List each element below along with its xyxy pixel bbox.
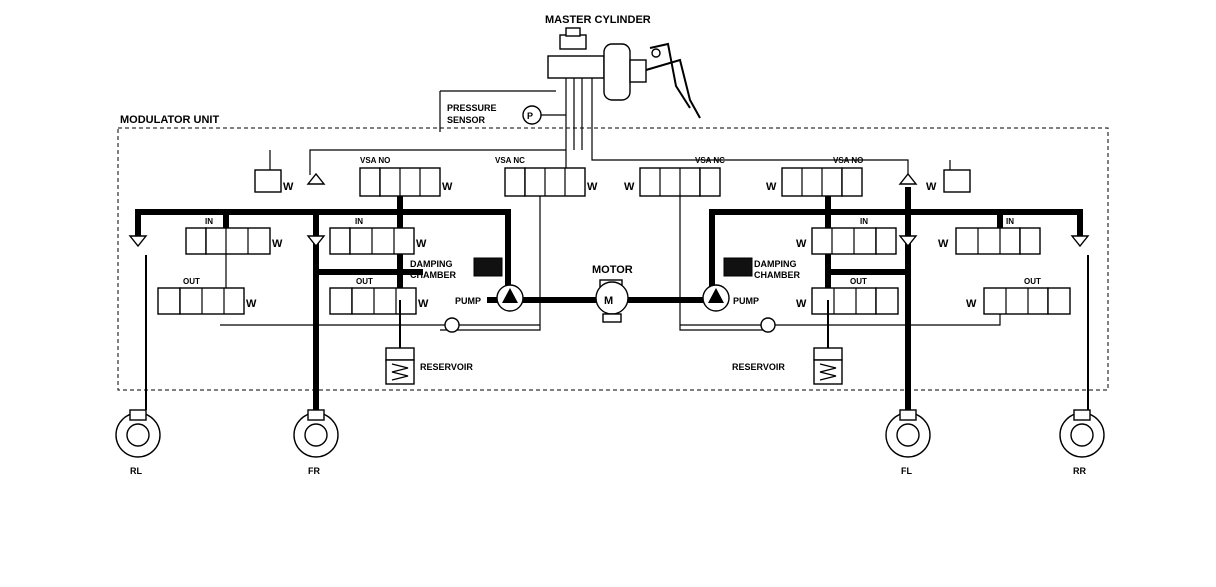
- wheel-brake-fr: [293, 409, 339, 458]
- vsa-nc-valve-left: [504, 167, 586, 197]
- relief-valve-right: [943, 169, 971, 193]
- pump-right: [702, 284, 730, 312]
- spring-symbol: W: [624, 181, 635, 193]
- wheel-brake-fl: [885, 409, 931, 458]
- vsa-nc-label-left: VSA NC: [495, 156, 525, 165]
- reservoir-label-right: RESERVOIR: [732, 362, 785, 372]
- out-label-rr: OUT: [1024, 277, 1041, 286]
- wheel-label-fl: FL: [901, 466, 912, 476]
- in-valve-rl: [185, 227, 271, 255]
- spring-symbol: W: [796, 298, 807, 310]
- wheel-label-rl: RL: [130, 466, 142, 476]
- wheel-brake-rl: [115, 409, 161, 458]
- modulator-unit-boundary: [117, 127, 1109, 391]
- spring-symbol: W: [938, 238, 949, 250]
- vsa-no-label-right: VSA NO: [833, 156, 863, 165]
- spring-symbol: W: [926, 181, 937, 193]
- spring-symbol: W: [442, 181, 453, 193]
- motor-symbol: M: [604, 295, 613, 307]
- damping-label-1-left: DAMPING: [410, 259, 453, 269]
- spring-symbol: W: [246, 298, 257, 310]
- master-cylinder-label: MASTER CYLINDER: [545, 14, 651, 26]
- pressure-sensor-label-2: SENSOR: [447, 115, 486, 125]
- spring-symbol: W: [966, 298, 977, 310]
- damping-chamber-left: [473, 257, 503, 277]
- master-cylinder: [547, 27, 701, 150]
- spring-symbol: W: [418, 298, 429, 310]
- pressure-sensor-line: [439, 90, 556, 132]
- modulator-unit-label: MODULATOR UNIT: [120, 114, 219, 126]
- out-valve-rl: [157, 287, 245, 315]
- spring-symbol: W: [272, 238, 283, 250]
- spring-symbol: W: [416, 238, 427, 250]
- vsa-no-label-left: VSA NO: [360, 156, 390, 165]
- out-valve-fl: [811, 287, 899, 315]
- wheel-label-fr: FR: [308, 466, 320, 476]
- in-valve-fr: [329, 227, 415, 255]
- out-label-fr: OUT: [356, 277, 373, 286]
- spring-symbol: W: [587, 181, 598, 193]
- in-label-fr: IN: [355, 217, 363, 226]
- spring-symbol: W: [283, 181, 294, 193]
- pump-label-left: PUMP: [455, 296, 481, 306]
- wheel-label-rr: RR: [1073, 466, 1086, 476]
- pressure-sensor-symbol: P: [527, 111, 533, 121]
- out-label-rl: OUT: [183, 277, 200, 286]
- reservoir-label-left: RESERVOIR: [420, 362, 473, 372]
- in-label-rr: IN: [1006, 217, 1014, 226]
- in-valve-fl: [811, 227, 897, 255]
- reservoir-right: [813, 300, 843, 385]
- spring-symbol: W: [796, 238, 807, 250]
- in-label-rl: IN: [205, 217, 213, 226]
- in-valve-rr: [955, 227, 1041, 255]
- wheel-brake-rr: [1059, 409, 1105, 458]
- out-valve-rr: [983, 287, 1071, 315]
- out-label-fl: OUT: [850, 277, 867, 286]
- damping-chamber-right: [723, 257, 753, 277]
- vsa-no-valve-left: [359, 167, 441, 197]
- check-valve-icons: [128, 172, 1090, 333]
- motor-label: MOTOR: [592, 264, 633, 276]
- pressure-sensor-label-1: PRESSURE: [447, 103, 497, 113]
- spring-symbol: W: [766, 181, 777, 193]
- motor-icon: [595, 279, 629, 323]
- out-valve-fr: [329, 287, 417, 315]
- vsa-nc-valve-right: [639, 167, 721, 197]
- pump-label-right: PUMP: [733, 296, 759, 306]
- in-label-fl: IN: [860, 217, 868, 226]
- pump-left: [496, 284, 524, 312]
- relief-valve-left: [254, 169, 282, 193]
- vsa-nc-label-right: VSA NC: [695, 156, 725, 165]
- damping-label-1-right: DAMPING: [754, 259, 797, 269]
- damping-label-2-right: CHAMBER: [754, 270, 800, 280]
- vsa-no-valve-right: [781, 167, 863, 197]
- reservoir-left: [385, 300, 415, 385]
- damping-label-2-left: CHAMBER: [410, 270, 456, 280]
